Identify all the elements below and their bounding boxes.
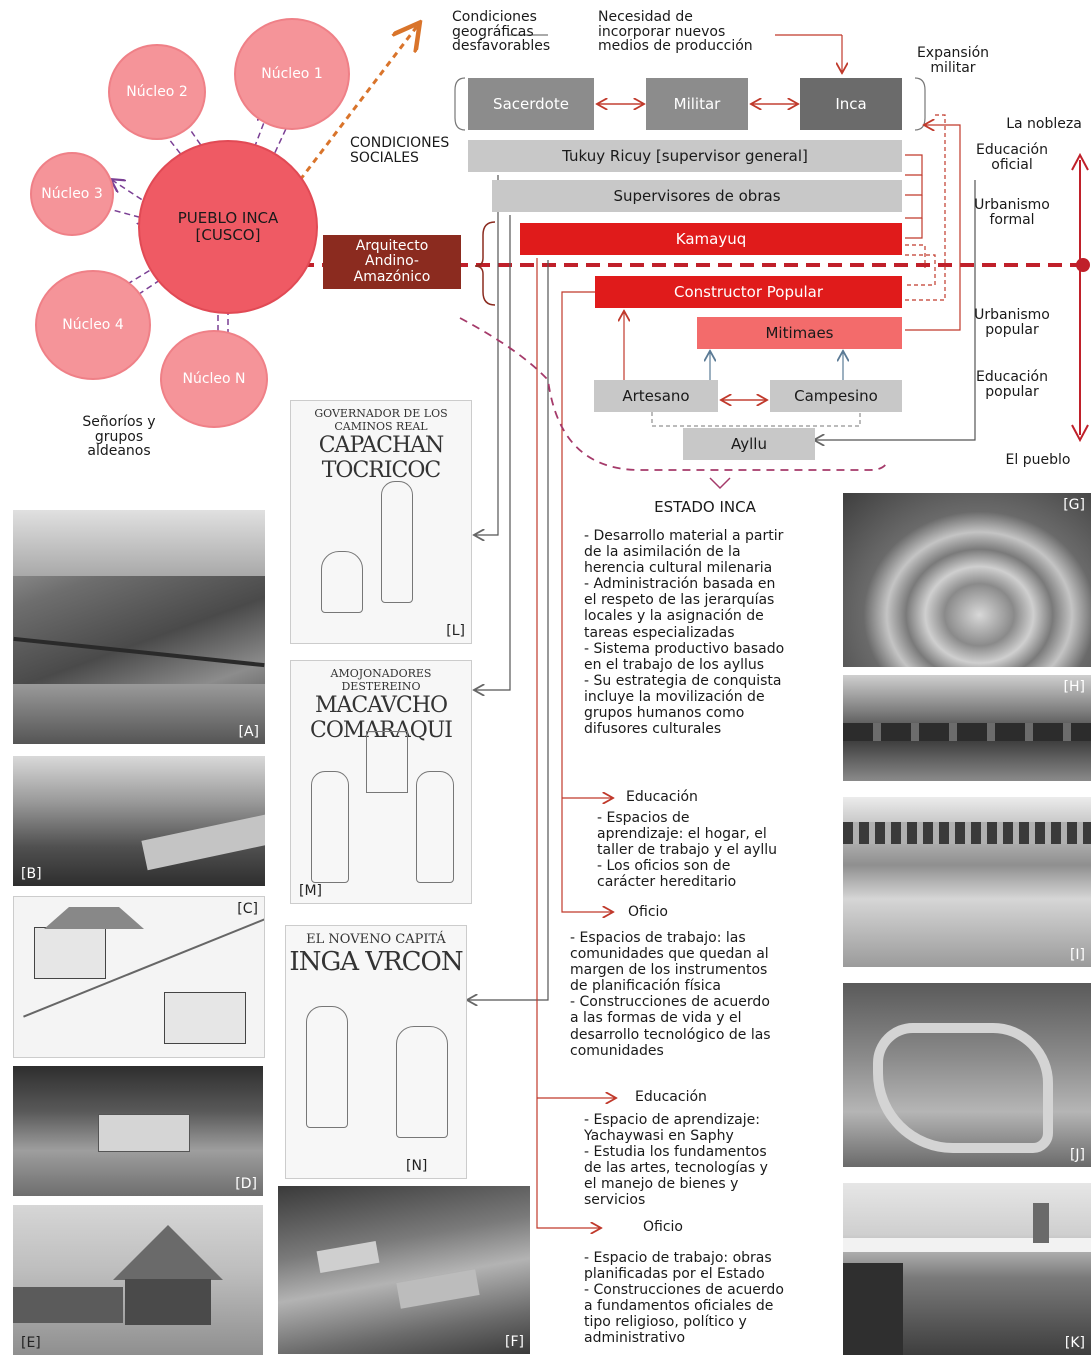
- pueblo-inca-cusco-node: PUEBLO INCA [CUSCO]: [138, 140, 318, 314]
- necesidad-label: Necesidad de incorporar nuevos medios de…: [598, 9, 753, 55]
- tag-d: [D]: [235, 1176, 257, 1192]
- kamayuq-box: Kamayuq: [520, 223, 902, 255]
- estado-inca-title: ESTADO INCA: [654, 498, 756, 516]
- drawing-l-governador: GOVERNADOR DE LOS CAMINOS REAL CAPACHAN …: [290, 400, 472, 644]
- artesano-box: Artesano: [594, 380, 718, 412]
- drawing-l-subtitle: CAPACHAN TOCRICOC: [318, 433, 445, 483]
- nucleo-4-node: Núcleo 4: [35, 270, 151, 380]
- drawing-n-subtitle: INGA VRCON: [289, 947, 463, 977]
- tag-n: [N]: [406, 1158, 428, 1174]
- photo-f-stonework: [F]: [278, 1186, 530, 1354]
- mitimaes-box: Mitimaes: [697, 317, 902, 349]
- photo-h-walls: [H]: [843, 675, 1091, 781]
- tag-h: [H]: [1063, 679, 1085, 695]
- nucleo-2-node: Núcleo 2: [108, 44, 206, 140]
- nucleo-1-node: Núcleo 1: [234, 18, 350, 130]
- inca-box: Inca: [800, 78, 902, 130]
- oficial-educacion-text: - Espacio de aprendizaje: Yachaywasi en …: [584, 1112, 768, 1209]
- oficial-educacion-heading: Educación: [635, 1089, 707, 1105]
- popular-oficio-text: - Espacios de trabajo: las comunidades q…: [570, 930, 771, 1059]
- urbanismo-popular-label: Urbanismo popular: [974, 307, 1050, 338]
- photo-b-road: [B]: [13, 756, 265, 886]
- urbanismo-formal-label: Urbanismo formal: [974, 197, 1050, 228]
- popular-educacion-heading: Educación: [626, 789, 698, 805]
- photo-j-model: [J]: [843, 983, 1091, 1167]
- tag-b: [B]: [21, 866, 42, 882]
- supervisores-box: Supervisores de obras: [492, 180, 902, 212]
- photo-g-terraces: [G]: [843, 493, 1091, 667]
- drawing-n-title: EL NOVENO CAPITÁ: [306, 932, 446, 947]
- tag-c: [C]: [237, 901, 258, 917]
- militar-box: Militar: [646, 78, 748, 130]
- tag-f: [F]: [505, 1334, 524, 1350]
- oficial-oficio-text: - Espacio de trabajo: obras planificadas…: [584, 1250, 784, 1347]
- drawing-m-subtitle: MACAVCHO COMARAQUI: [309, 693, 453, 743]
- drawing-m-title: AMOJONADORES DESTEREINO: [330, 667, 432, 693]
- tag-a: [A]: [238, 724, 259, 740]
- ayllu-box: Ayllu: [683, 428, 815, 460]
- educacion-oficial-label: Educación oficial: [976, 142, 1048, 173]
- photo-c-sketch: [C]: [13, 896, 265, 1058]
- condiciones-sociales-label: CONDICIONES SOCIALES: [350, 135, 450, 166]
- photo-e-hut: [E]: [13, 1205, 263, 1355]
- drawing-l-title: GOVERNADOR DE LOS CAMINOS REAL: [314, 407, 448, 433]
- senorios-caption: Señoríos y grupos aldeanos: [82, 414, 156, 460]
- tag-j: [J]: [1069, 1147, 1085, 1163]
- condiciones-geograficas-label: Condiciones geográficas desfavorables: [452, 9, 551, 55]
- arquitecto-andino-box: Arquitecto Andino- Amazónico: [323, 235, 461, 289]
- constructor-popular-box: Constructor Popular: [595, 276, 902, 308]
- sacerdote-box: Sacerdote: [468, 78, 594, 130]
- nucleo-3-node: Núcleo 3: [30, 152, 114, 236]
- oficial-oficio-heading: Oficio: [643, 1219, 683, 1235]
- tag-m: [M]: [299, 883, 323, 899]
- photo-a-bridge: [A]: [13, 510, 265, 744]
- educacion-popular-label: Educación popular: [976, 369, 1048, 400]
- expansion-militar-label: Expansión militar: [916, 45, 990, 76]
- tag-e: [E]: [21, 1335, 41, 1351]
- nobleza-label: La nobleza: [1006, 116, 1082, 132]
- pueblo-label: El pueblo: [1005, 452, 1071, 468]
- tukuy-ricuy-box: Tukuy Ricuy [supervisor general]: [468, 140, 902, 172]
- photo-i-courtyard: [I]: [843, 797, 1091, 967]
- photo-k-canal: [K]: [843, 1183, 1091, 1355]
- drawing-n-capitan: EL NOVENO CAPITÁ INGA VRCON [N]: [285, 925, 467, 1179]
- tag-k: [K]: [1064, 1335, 1085, 1351]
- estado-inca-text: - Desarrollo material a partir de la asi…: [584, 528, 785, 738]
- photo-d-ruins: [D]: [13, 1066, 263, 1196]
- tag-g: [G]: [1063, 497, 1085, 513]
- tag-l: [L]: [446, 623, 465, 639]
- campesino-box: Campesino: [770, 380, 902, 412]
- tag-i: [I]: [1069, 947, 1085, 963]
- popular-educacion-text: - Espacios de aprendizaje: el hogar, el …: [597, 810, 778, 891]
- popular-oficio-heading: Oficio: [628, 904, 668, 920]
- nucleo-n-node: Núcleo N: [160, 330, 268, 428]
- drawing-m-amojonadores: AMOJONADORES DESTEREINO MACAVCHO COMARAQ…: [290, 660, 472, 904]
